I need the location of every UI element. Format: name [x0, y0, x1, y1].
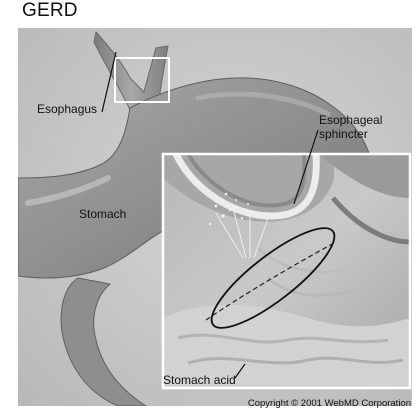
- label-esophagus: Esophagus: [37, 102, 97, 116]
- label-stomach: Stomach: [79, 207, 126, 221]
- label-esophageal-sphincter: Esophageal sphincter: [319, 113, 409, 141]
- figure-title: GERD: [22, 0, 78, 22]
- stomach-artwork: [18, 28, 412, 406]
- label-sphincter-line2: sphincter: [319, 127, 409, 141]
- label-sphincter-line1: Esophageal: [319, 113, 409, 127]
- copyright-notice: Copyright © 2001 WebMD Corporation: [248, 398, 411, 409]
- zoom-inset: [163, 154, 410, 388]
- label-stomach-acid: Stomach acid: [163, 373, 236, 387]
